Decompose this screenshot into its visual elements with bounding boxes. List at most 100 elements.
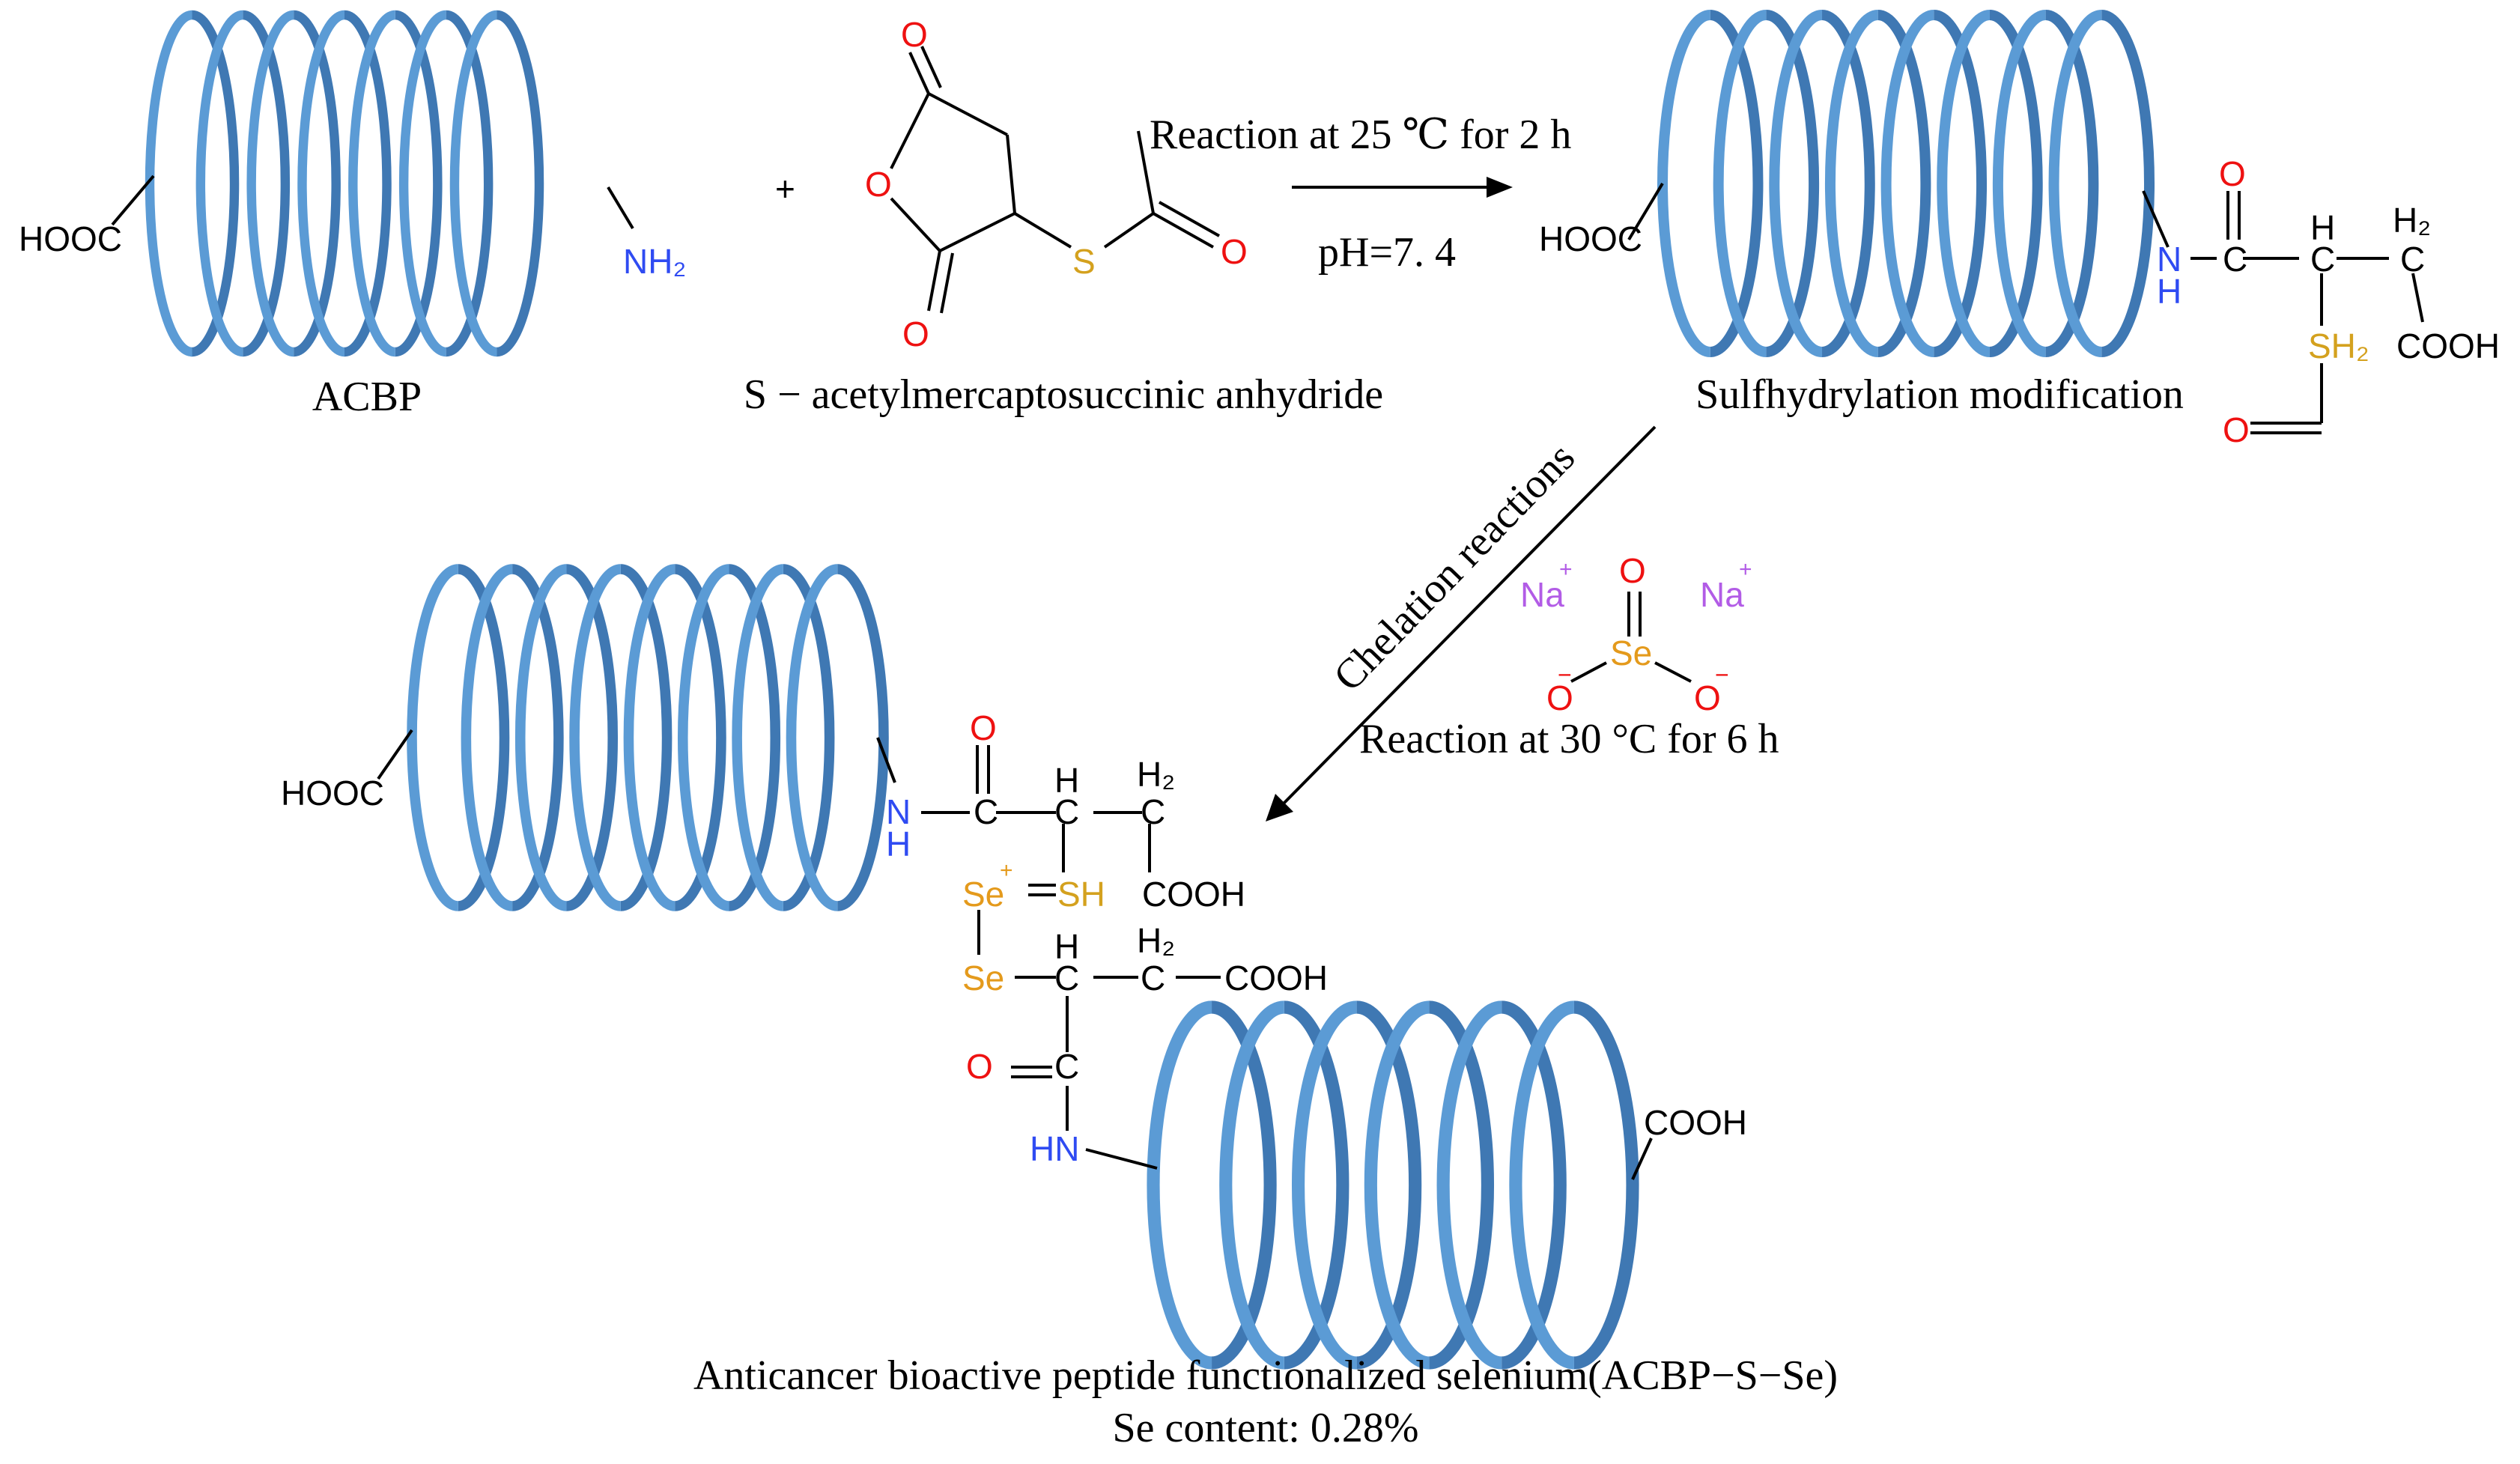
acbp-molecule: HOOC NH₂ ACBP: [19, 174, 686, 420]
se-charge: +: [1000, 858, 1013, 883]
helix-turn-front: [786, 564, 838, 911]
helix-turn-front: [677, 564, 730, 911]
helix-turn-front: [1219, 1000, 1285, 1370]
carbonyl-o: O: [966, 1047, 993, 1086]
sh2-group: SH₂: [2308, 326, 2369, 365]
sodium-ion: Na: [1700, 575, 1744, 614]
helix-turn-back: [1428, 1000, 1494, 1370]
helix-turn-front: [1436, 1000, 1502, 1370]
helix-turn-front: [514, 564, 567, 911]
helix-turn-back: [674, 564, 726, 911]
helix-turn-front: [732, 564, 784, 911]
anhydride-label: S − acetylmercaptosuccinic anhydride: [744, 371, 1383, 418]
ring-bond: [890, 93, 930, 169]
oxygen-atom: O: [865, 165, 892, 204]
carbonyl-c: C: [1054, 1047, 1079, 1086]
ring-bond: [1006, 134, 1016, 214]
helix-turn-front: [145, 10, 193, 357]
helix-turn-front: [461, 564, 513, 911]
helix-turn-front: [195, 10, 243, 357]
helix-turn-front: [2048, 9, 2102, 358]
helix-turn-back: [729, 564, 781, 911]
aldehyde-o: O: [2223, 410, 2250, 449]
helix-turn-back: [1211, 1000, 1277, 1370]
helix-turn-back: [395, 10, 443, 357]
sc-bond: [1103, 212, 1155, 249]
cooh-bond: [1631, 1138, 1653, 1180]
modified-cooh-left: HOOC: [1539, 219, 1642, 258]
final-product-name: Anticancer bioactive peptide functionali…: [693, 1352, 1838, 1399]
helix-turn-front: [1769, 9, 1823, 358]
selenite-o: O: [1694, 678, 1721, 717]
cs-bond: [1013, 212, 1072, 249]
helix-turn-back: [1501, 1000, 1567, 1370]
ch2-h2: H₂: [1137, 921, 1175, 960]
acbp-nh2-label: NH₂: [623, 242, 686, 281]
ch-h: H: [2310, 208, 2335, 247]
plus-sign: +: [775, 169, 795, 208]
helix-turn-back: [1356, 1000, 1422, 1370]
ion-charge: −: [1715, 661, 1729, 688]
helix-turn-back: [344, 10, 392, 357]
helix-turn-back: [191, 10, 240, 357]
final-helix-top: [407, 564, 889, 911]
ch2-h2: H₂: [1137, 755, 1175, 794]
final-cooh-left: HOOC: [281, 774, 384, 813]
ch2-c: C: [2400, 240, 2425, 279]
n-bond: [2142, 190, 2170, 248]
step2-arrow: [1266, 425, 1657, 821]
amide-n: N: [2157, 240, 2182, 279]
ch-h: H: [1054, 927, 1079, 966]
helix-turn-front: [1364, 1000, 1430, 1370]
helix-turn-front: [569, 564, 622, 911]
carbonyl-o: O: [2219, 154, 2246, 193]
final-helix-bottom: [1147, 1000, 1639, 1370]
helix-turn-front: [348, 10, 396, 357]
helix-turn-front: [1937, 9, 1991, 358]
modified-atoms: HOOC N H C O H C H₂ C SH₂ COOH O: [1539, 154, 2500, 449]
helix-turn-front: [1147, 1000, 1212, 1370]
ch-h: H: [1054, 761, 1079, 800]
helix-turn-back: [1573, 1000, 1639, 1370]
helix-turn-back: [458, 564, 510, 911]
step1-arrow: [1292, 177, 1513, 198]
helix-turn-front: [623, 564, 675, 911]
carbonyl-bond: [927, 250, 941, 312]
helix-turn-back: [293, 10, 341, 357]
ring-bond: [928, 92, 1008, 136]
step2-condition: Reaction at 30 °C for 6 h: [1359, 716, 1779, 762]
ch-c: C: [1054, 792, 1079, 831]
modified-bonds: [1627, 182, 2424, 434]
helix-turn-back: [565, 564, 619, 911]
step2-name: Chelation reactions: [1325, 434, 1584, 700]
acbp-cooh-label: HOOC: [19, 219, 122, 258]
amide-n: N: [886, 792, 911, 831]
helix-turn-front: [1880, 9, 1934, 358]
helix-turn-back: [2045, 9, 2099, 358]
helix-turn-front: [297, 10, 345, 357]
acbp-helix: [145, 10, 544, 357]
ion-charge: −: [1558, 661, 1572, 688]
ch-c: C: [2310, 240, 2335, 279]
carbonyl-bond: [920, 46, 942, 88]
helix-turn-back: [2101, 9, 2155, 358]
helix-turn-back: [1284, 1000, 1349, 1370]
se-atom: Se: [962, 959, 1004, 997]
helix-turn-back: [1765, 9, 1820, 358]
modified-helix: [1657, 9, 2155, 358]
ch2-h2: H₂: [2393, 201, 2431, 240]
hn-bond: [1085, 1148, 1158, 1170]
helix-turn-front: [1657, 9, 1711, 358]
se-plus-atom: Se: [962, 875, 1004, 914]
step1-condition-top: Reaction at 25 ℃ for 2 h: [1150, 112, 1571, 158]
helix-turn-front: [1824, 9, 1879, 358]
carbonyl-c: C: [974, 792, 998, 831]
acetyl-carbonyl: [1153, 212, 1214, 249]
cooh-bond: [1627, 182, 1664, 241]
ion-charge: +: [1559, 557, 1573, 582]
step1-condition-bottom: pH=7. 4: [1318, 229, 1456, 276]
selenium-atom: Se: [1610, 634, 1652, 672]
final-cooh-mid: COOH: [1142, 875, 1245, 914]
